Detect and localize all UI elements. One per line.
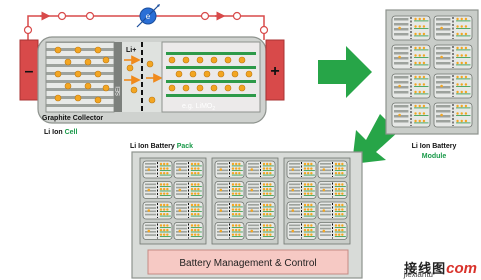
- mini-cell: [173, 181, 204, 199]
- cathode-label: e.g. LiMO2: [182, 103, 215, 112]
- mini-cell: [433, 73, 473, 99]
- mini-cell: [391, 44, 431, 70]
- pack-caption-accent: Pack: [177, 143, 193, 150]
- watermark-cn: 接线图: [404, 261, 447, 276]
- pack-caption-main: Li Ion Battery: [130, 143, 177, 150]
- mini-cell: [173, 222, 204, 240]
- cathode-lithium-particles: [168, 56, 253, 92]
- mini-cell: [433, 15, 473, 41]
- battery-module: Li Ion Battery Module: [385, 9, 479, 160]
- pack-module: [283, 157, 351, 245]
- ion-flow-arrows: [124, 55, 163, 85]
- bms-box: [147, 249, 349, 275]
- pack-module: [211, 157, 279, 245]
- cell-caption-main: Li Ion: [44, 129, 65, 136]
- migrating-ions: [126, 60, 156, 104]
- mini-cell: [214, 201, 245, 220]
- pack-modules: [139, 157, 351, 245]
- positive-terminal: [265, 39, 285, 101]
- sei-label: SEI: [116, 86, 122, 96]
- sei-layer: [114, 42, 122, 112]
- mini-cell: [214, 181, 245, 199]
- mini-cell: [173, 201, 204, 220]
- plus-sign: +: [270, 63, 279, 80]
- li-ion-label: Li+: [126, 47, 136, 54]
- electron-load-icon: e: [136, 4, 160, 28]
- mini-cell: [142, 181, 173, 199]
- mini-cell: [173, 160, 204, 179]
- anode-lithium-particles: [54, 46, 110, 104]
- watermark: 接线图com jiexiantu: [403, 258, 477, 279]
- pack-caption: Li Ion Battery Pack: [130, 143, 193, 150]
- module-caption-line1: Li Ion Battery: [412, 143, 457, 150]
- mini-cell: [245, 222, 276, 240]
- li-ion-cell: e – Graphite Collector SEI Li+: [19, 4, 285, 136]
- mini-cell: [286, 181, 317, 199]
- mini-cell: [391, 15, 431, 41]
- mini-cell: [286, 222, 317, 240]
- battery-pack: Li Ion Battery Pack Battery Management &…: [130, 143, 363, 279]
- mini-cell: [286, 201, 317, 220]
- minus-sign: –: [25, 63, 34, 80]
- mini-cell: [142, 201, 173, 220]
- mini-cell: [214, 160, 245, 179]
- cathode-subscript: 2: [212, 106, 215, 112]
- mini-cell: [317, 201, 348, 220]
- mini-cell: [317, 160, 348, 179]
- cell-caption-accent: Cell: [65, 129, 78, 136]
- cell-caption: Li Ion Cell: [44, 129, 78, 136]
- mini-cell: [391, 73, 431, 99]
- mini-cell: [245, 201, 276, 220]
- pack-module: [139, 157, 207, 245]
- mini-cell: [433, 102, 473, 128]
- mini-cell: [245, 160, 276, 179]
- module-cells: [391, 15, 473, 128]
- mini-cell: [391, 102, 431, 128]
- mini-cell: [245, 181, 276, 199]
- watermark-com: com: [446, 260, 477, 277]
- watermark-site: jiexiantu: [403, 270, 433, 279]
- cathode-lattice: [166, 52, 256, 97]
- svg-text:e: e: [146, 12, 151, 21]
- anode-label: Graphite Collector: [42, 115, 103, 122]
- mini-cell: [317, 181, 348, 199]
- mini-cell: [286, 160, 317, 179]
- module-caption-line2: Module: [422, 153, 447, 160]
- mini-cell: [433, 44, 473, 70]
- bms-label: Battery Management & Control: [179, 258, 316, 269]
- arrow-cell-to-module: [318, 46, 372, 98]
- mini-cell: [214, 222, 245, 240]
- mini-cell: [142, 222, 173, 240]
- mini-cell: [142, 160, 173, 179]
- mini-cell: [317, 222, 348, 240]
- cathode-formula: e.g. LiMO: [182, 103, 213, 110]
- electron-markers: [23, 11, 269, 35]
